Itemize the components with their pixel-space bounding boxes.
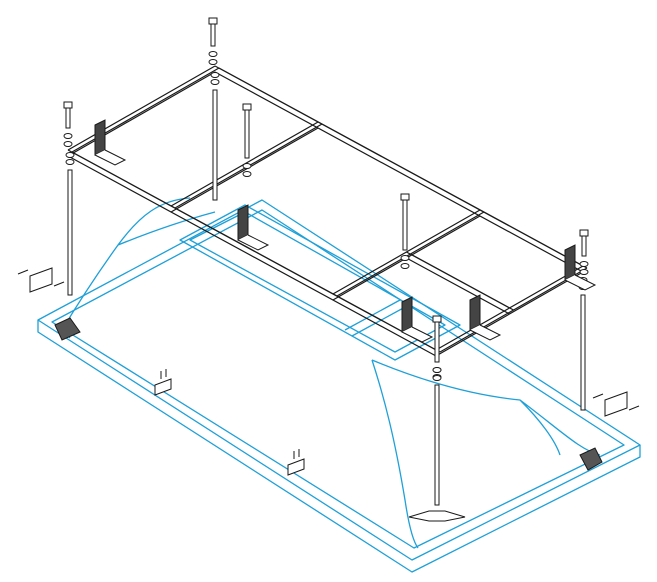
bracket-plate xyxy=(401,296,413,333)
nut-icon xyxy=(242,171,252,177)
bolt-icon xyxy=(210,23,216,47)
threaded-leg xyxy=(212,89,218,201)
washer-icon xyxy=(63,133,73,139)
bolt-head xyxy=(242,103,252,111)
threaded-leg xyxy=(580,294,586,411)
washer-icon xyxy=(208,51,218,57)
bracket-foot xyxy=(237,234,270,251)
bolt-icon xyxy=(65,107,71,129)
nut-icon xyxy=(400,263,410,269)
nut-icon xyxy=(579,269,589,275)
bolt-head xyxy=(432,315,442,323)
wall-mount-bracket xyxy=(604,391,628,417)
rim-clip xyxy=(154,378,172,396)
washer-icon xyxy=(432,367,442,373)
screw-icon xyxy=(592,393,604,399)
screw-icon xyxy=(628,405,640,411)
nut-icon xyxy=(210,79,220,85)
bracket-foot xyxy=(469,324,502,341)
washer-icon xyxy=(65,152,75,158)
bolt-icon xyxy=(402,199,408,251)
bracket-plate xyxy=(94,119,106,156)
tub-basin-floor-inner xyxy=(189,211,446,353)
bolt-head xyxy=(579,229,589,237)
threaded-leg xyxy=(434,384,440,506)
bracket-foot xyxy=(401,326,434,343)
tub-basin-floor xyxy=(179,204,461,361)
bracket-plate xyxy=(564,244,576,281)
screw-icon xyxy=(17,269,29,275)
washer-icon xyxy=(579,261,589,267)
nut-icon xyxy=(432,375,442,381)
support-frame xyxy=(67,65,588,357)
nut-icon xyxy=(63,141,73,147)
frame-rail-back xyxy=(214,65,588,273)
nut-icon xyxy=(208,59,218,65)
bracket-plate xyxy=(237,204,249,241)
frame-rail-left xyxy=(67,65,220,157)
bracket-plate xyxy=(469,294,481,331)
wall-mount-bracket xyxy=(29,267,53,293)
leg-foot xyxy=(408,510,466,522)
bracket-foot xyxy=(94,149,127,166)
corner-foot xyxy=(579,447,603,471)
bolt-head xyxy=(208,17,218,25)
washer-icon xyxy=(400,255,410,261)
washer-icon xyxy=(210,72,220,78)
threaded-leg xyxy=(67,169,73,296)
frame-rail-front xyxy=(67,149,441,357)
corner-foot xyxy=(54,317,81,341)
bolt-head xyxy=(400,193,410,201)
bracket-foot xyxy=(564,274,597,291)
frame-crossbar xyxy=(332,209,485,301)
fasteners-and-legs xyxy=(17,17,640,522)
washer-icon xyxy=(242,163,252,169)
bolt-icon xyxy=(244,109,250,159)
frame-rail-right xyxy=(435,265,588,357)
screw-icon xyxy=(53,281,65,287)
rim-clip xyxy=(287,458,305,476)
frame-center-rail xyxy=(406,251,514,315)
bolt-head xyxy=(63,101,73,109)
bolt-icon xyxy=(434,321,440,363)
nut-icon xyxy=(65,159,75,165)
tub-rim-edge xyxy=(37,320,641,573)
bolt-icon xyxy=(581,235,587,257)
